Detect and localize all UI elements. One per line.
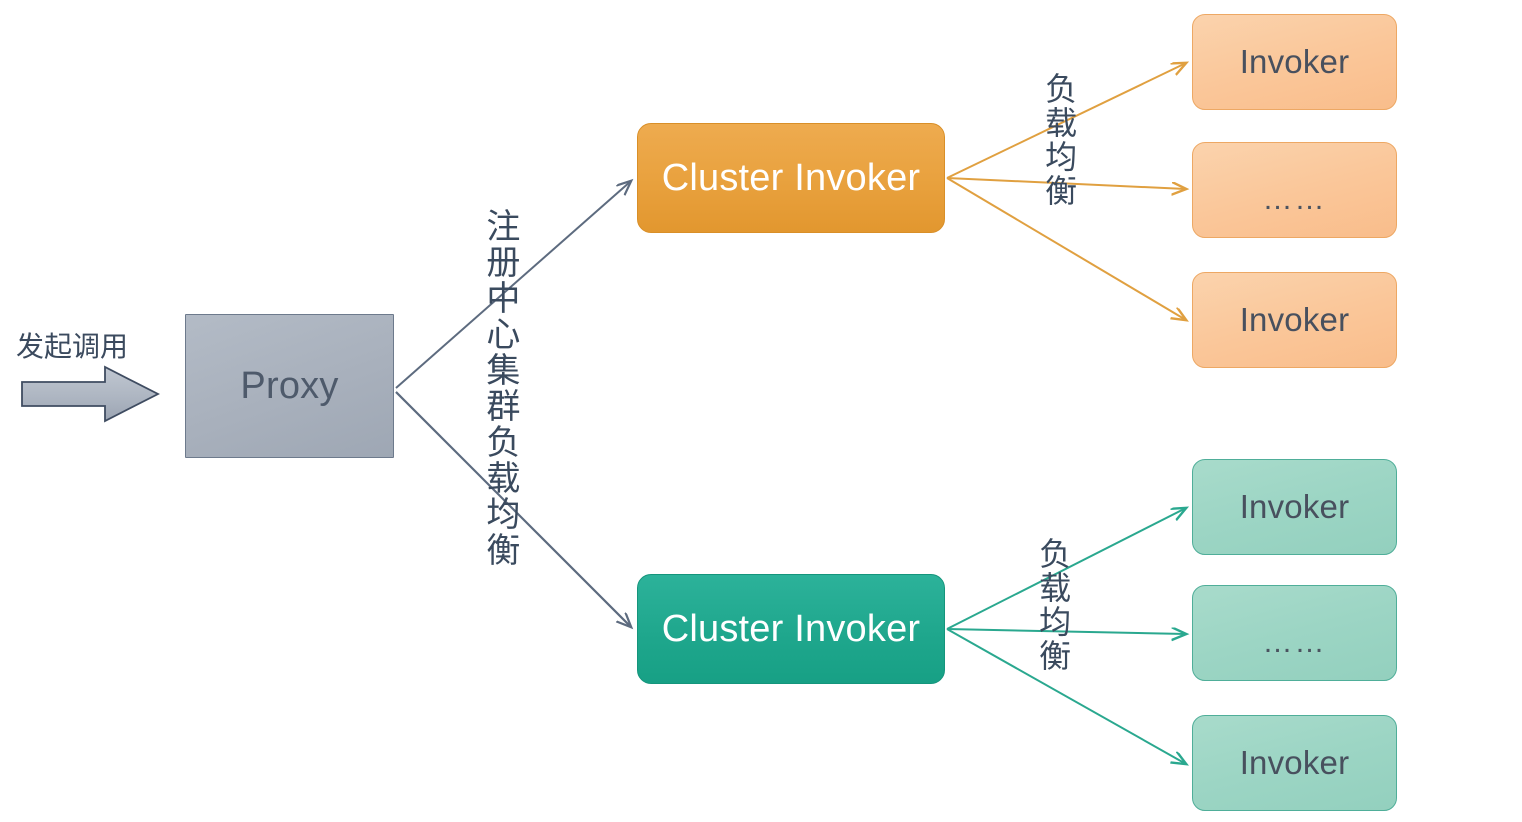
proxy-label: Proxy <box>240 364 339 407</box>
invoker-green-1-label: Invoker <box>1239 488 1350 525</box>
invoker-orange-3-label: Invoker <box>1239 301 1350 338</box>
invoker-orange-3-node[interactable]: Invoker <box>1192 272 1397 368</box>
block-arrow-right-icon <box>21 365 160 423</box>
invoker-green-3-node[interactable]: Invoker <box>1192 715 1397 811</box>
cluster-invoker-orange-label: Cluster Invoker <box>661 156 921 199</box>
invoker-orange-1-node[interactable]: Invoker <box>1192 14 1397 110</box>
edge-label-load-balance-bottom: 负载均衡 <box>1035 537 1072 673</box>
proxy-node[interactable]: Proxy <box>185 314 394 458</box>
entry-caption: 发起调用 <box>16 331 129 362</box>
invoker-green-3-label: Invoker <box>1239 744 1350 781</box>
edge-label-load-balance-top: 负载均衡 <box>1041 72 1078 208</box>
cluster-invoker-orange-node[interactable]: Cluster Invoker <box>637 123 945 233</box>
invoker-orange-2-node[interactable]: …… <box>1192 142 1397 238</box>
invoker-green-1-node[interactable]: Invoker <box>1192 459 1397 555</box>
invoker-green-2-node[interactable]: …… <box>1192 585 1397 681</box>
cluster-invoker-green-label: Cluster Invoker <box>661 607 921 650</box>
invoker-orange-1-label: Invoker <box>1239 43 1350 80</box>
cluster-invoker-green-node[interactable]: Cluster Invoker <box>637 574 945 684</box>
invoker-orange-2-ellipsis-label: …… <box>1262 183 1327 216</box>
invoker-green-2-ellipsis-label: …… <box>1262 626 1327 659</box>
edge-label-registry: 注册中心集群负载均衡 <box>480 208 519 568</box>
